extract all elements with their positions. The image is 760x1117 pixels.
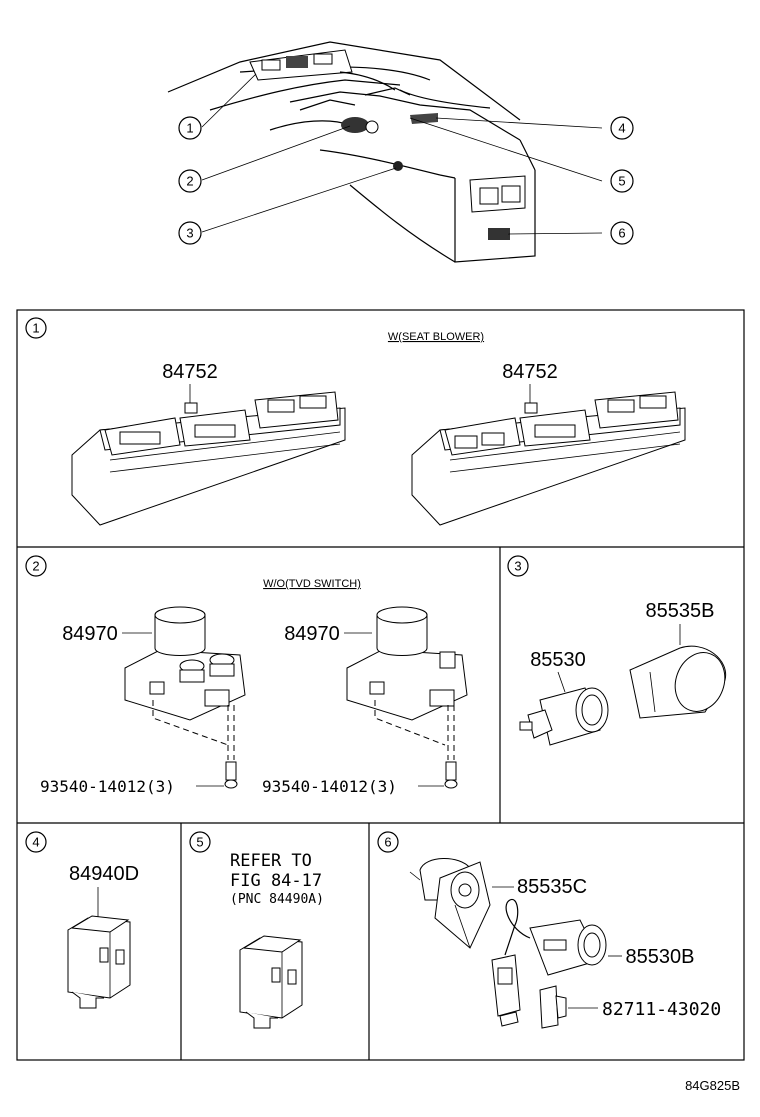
- panel-2: 2 W/O(TVD SWITCH) 84970 93540-14012(3) 8…: [25, 555, 468, 796]
- screw-right: [444, 761, 458, 789]
- svg-text:4: 4: [618, 121, 625, 136]
- svg-text:2: 2: [32, 559, 39, 574]
- svg-text:1: 1: [32, 321, 39, 336]
- svg-text:5: 5: [196, 835, 203, 850]
- ref-line-2: FIG 84-17: [230, 871, 322, 891]
- screw-93540-14012-left: 93540-14012(3): [40, 777, 175, 796]
- callout-2: 2: [178, 169, 202, 193]
- svg-text:3: 3: [186, 226, 193, 241]
- panel-4-number: 4: [25, 831, 47, 853]
- socket-holder-85535C: [409, 858, 491, 949]
- panel-1-caption: W(SEAT BLOWER): [388, 331, 484, 343]
- screw-93540-14012-right: 93540-14012(3): [262, 777, 397, 796]
- ref-line-3: (PNC 84490A): [230, 892, 324, 907]
- part-84752-right: 84752: [502, 361, 558, 383]
- svg-text:4: 4: [32, 835, 39, 850]
- panel-3-number: 3: [507, 555, 529, 577]
- figure-code: 84G825B: [685, 1078, 740, 1093]
- callout-5: 5: [610, 169, 634, 193]
- panel-1-number: 1: [25, 317, 47, 339]
- leader-lines: [201, 73, 603, 235]
- callout-6: 6: [610, 221, 634, 245]
- svg-text:3: 3: [514, 559, 521, 574]
- part-85535C: 85535C: [517, 876, 587, 898]
- svg-text:6: 6: [618, 226, 625, 241]
- part-85535B: 85535B: [646, 600, 715, 622]
- knob-switch-right: [346, 606, 468, 760]
- switch-84940D: [67, 915, 131, 1009]
- panel-grid: [16, 309, 745, 1061]
- svg-text:2: 2: [186, 174, 193, 189]
- panel-3: 3 85535B 85530: [507, 555, 727, 746]
- clip-82711-43020: [539, 985, 567, 1029]
- knob-switch-left: [124, 606, 246, 760]
- panel-4: 4 84940D: [25, 831, 139, 1009]
- panel-1: 1 W(SEAT BLOWER) 84752 84752: [25, 317, 686, 526]
- callout-4: 4: [610, 116, 634, 140]
- cap-85535B: [629, 645, 727, 719]
- panel-2-number: 2: [25, 555, 47, 577]
- switch-84490A: [239, 935, 303, 1029]
- part-85530B: 85530B: [626, 946, 695, 968]
- panel-5: 5 REFER TO FIG 84-17 (PNC 84490A): [189, 831, 324, 1029]
- part-84970-left: 84970: [62, 623, 118, 645]
- console-overview: [167, 41, 536, 263]
- panel-5-number: 5: [189, 831, 211, 853]
- part-84970-right: 84970: [284, 623, 340, 645]
- svg-text:6: 6: [384, 835, 391, 850]
- svg-text:1: 1: [186, 121, 193, 136]
- socket-85530: [519, 687, 609, 746]
- panel-6: 6 85535C 85530B 82711-43020: [377, 831, 721, 1029]
- part-82711-43020: 82711-43020: [602, 999, 721, 1020]
- seat-switch-left: [71, 391, 346, 526]
- svg-text:5: 5: [618, 174, 625, 189]
- wire-harness: [491, 898, 531, 1027]
- ref-line-1: REFER TO: [230, 851, 312, 871]
- seat-switch-right: [411, 391, 686, 526]
- callout-3: 3: [178, 221, 202, 245]
- panel-2-caption: W/O(TVD SWITCH): [263, 578, 361, 590]
- socket-85530B: [529, 919, 607, 976]
- panel-6-number: 6: [377, 831, 399, 853]
- part-84752-left: 84752: [162, 361, 218, 383]
- screw-left: [224, 761, 238, 789]
- part-85530: 85530: [530, 649, 586, 671]
- part-84940D: 84940D: [69, 863, 139, 885]
- callout-1: 1: [178, 116, 202, 140]
